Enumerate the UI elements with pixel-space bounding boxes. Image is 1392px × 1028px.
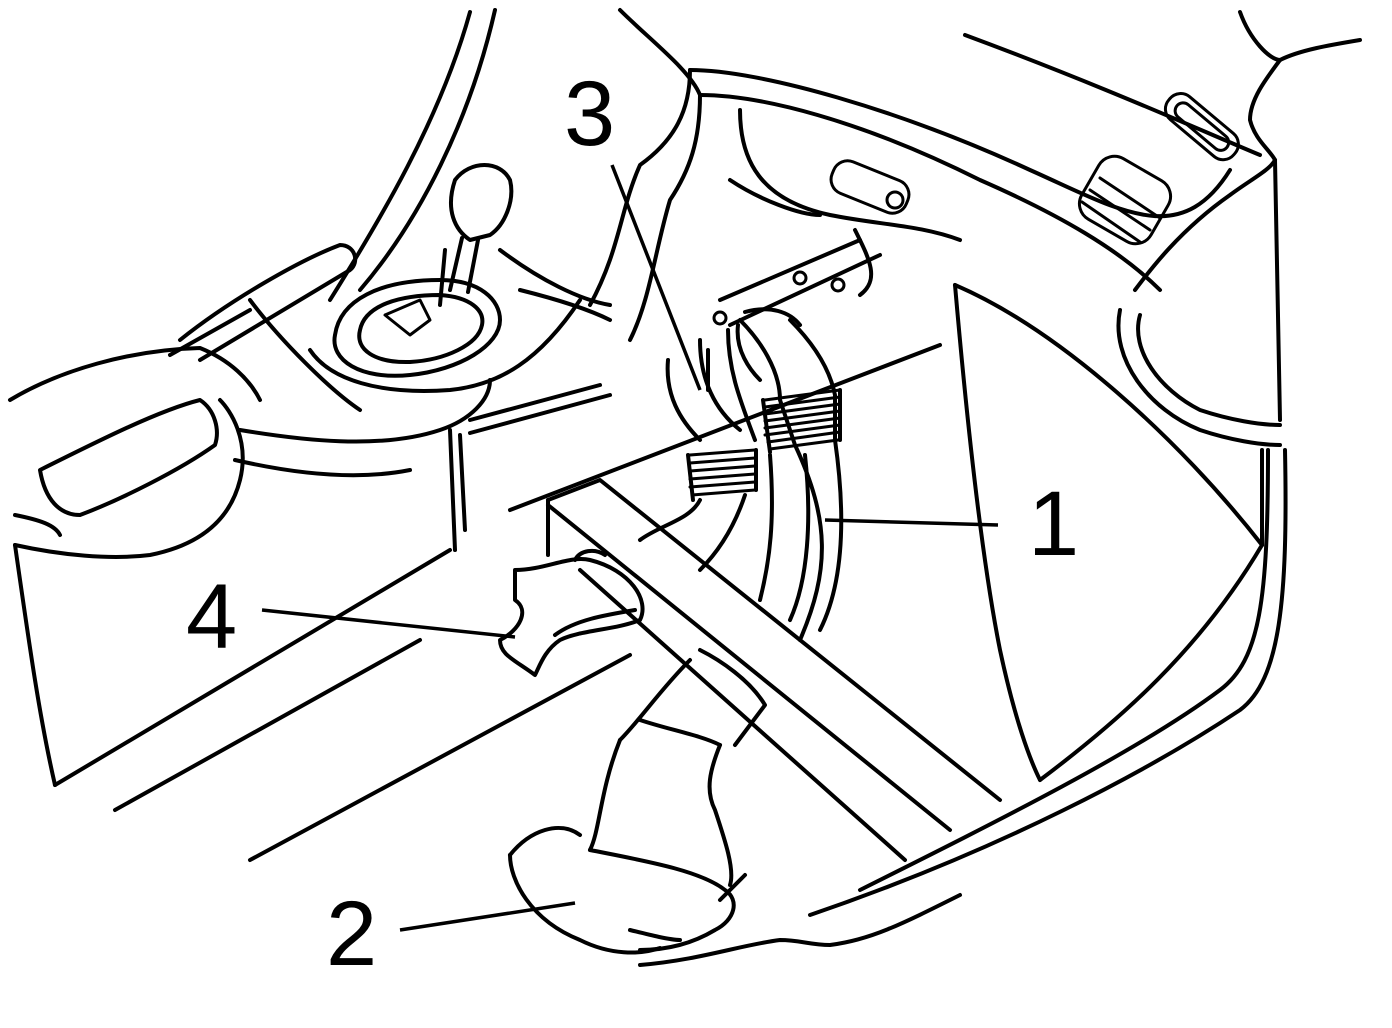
leader-1 [824,518,999,527]
floor-sill [638,283,1288,967]
glovebox-trim [738,108,962,242]
floor-lines [113,343,942,862]
duct-1 [735,307,844,642]
gear-shift-lever [438,163,514,307]
leader-4 [261,608,516,639]
callout-leaders [261,164,999,932]
callout-label-2: 2 [326,883,377,985]
callout-label-3: 3 [564,63,615,165]
cross-member [546,478,1002,862]
duct-3 [638,328,811,622]
dash-small-vent [829,159,911,215]
console-handbrake [168,243,362,412]
callout-label-4: 4 [186,566,237,668]
glovebox-trim-lower [728,178,822,217]
duct-fixings [712,228,882,327]
dashboard [328,8,1362,447]
dash-side-vent [1163,92,1240,162]
callout-label-1: 1 [1028,473,1079,575]
leader-3 [610,164,702,391]
gear-selector-console [308,248,612,393]
leader-2 [399,901,576,932]
dash-air-vent [1077,154,1173,246]
rear-duct-outlet-4 [498,548,645,677]
lower-duct-outlet-2 [508,648,767,955]
center-console [8,346,612,787]
